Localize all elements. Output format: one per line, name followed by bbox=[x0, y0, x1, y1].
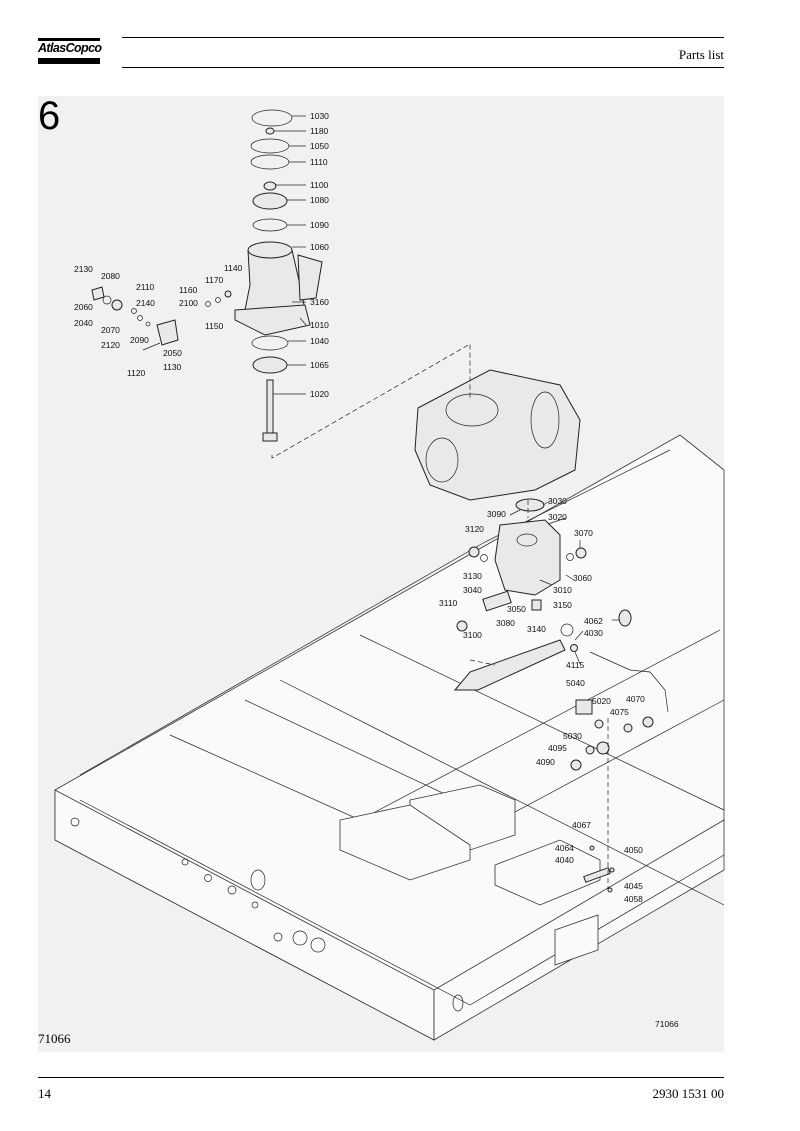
logo-bar-top bbox=[38, 38, 100, 41]
header-rule-bottom bbox=[122, 67, 724, 68]
part-label: 2040 bbox=[74, 318, 93, 328]
unloader-small-parts bbox=[91, 286, 232, 351]
assembly-guide-lines bbox=[271, 343, 609, 890]
leader-lines bbox=[273, 115, 620, 665]
part-label: 3090 bbox=[487, 509, 506, 519]
part-label: 1060 bbox=[310, 242, 329, 252]
valve-block-assembly bbox=[456, 519, 587, 632]
section-title: Parts list bbox=[678, 47, 724, 62]
part-label: 3030 bbox=[548, 496, 567, 506]
part-label: 3110 bbox=[439, 598, 458, 608]
part-label: 4062 bbox=[584, 616, 603, 626]
part-label: 1160 bbox=[179, 285, 198, 295]
part-label: 1040 bbox=[310, 336, 329, 346]
part-label: 3140 bbox=[527, 624, 546, 634]
part-number-labels: 1030 1180 1050 1110 1100 1080 1090 1060 … bbox=[74, 111, 679, 1029]
part-label: 4050 bbox=[624, 845, 643, 855]
part-label: 4058 bbox=[624, 894, 643, 904]
part-label: 2120 bbox=[101, 340, 120, 350]
part-label: 1100 bbox=[310, 180, 329, 190]
part-label: 1110 bbox=[310, 157, 328, 167]
part-label: 5040 bbox=[566, 678, 585, 688]
part-label: 4067 bbox=[572, 820, 591, 830]
hose-and-pipe-parts bbox=[453, 609, 669, 893]
part-label: 3040 bbox=[463, 585, 482, 595]
part-label: 4045 bbox=[624, 881, 643, 891]
part-label: 2110 bbox=[136, 282, 155, 292]
page-number: 14 bbox=[38, 1086, 51, 1101]
part-label: 2130 bbox=[74, 264, 93, 274]
part-label: 4115 bbox=[566, 660, 585, 670]
part-label: 2080 bbox=[101, 271, 120, 281]
part-label: 3050 bbox=[507, 604, 526, 614]
logo-wordmark: AtlasCopco bbox=[38, 41, 102, 55]
logo-bar-bottom bbox=[38, 58, 100, 64]
part-label: 3060 bbox=[573, 573, 592, 583]
part-label: 4075 bbox=[610, 707, 629, 717]
header-rule-top bbox=[122, 37, 724, 38]
part-label: 4095 bbox=[548, 743, 567, 753]
part-label: 3160 bbox=[310, 297, 329, 307]
part-label: 3080 bbox=[496, 618, 515, 628]
part-label: 1180 bbox=[310, 126, 329, 136]
air-inlet-assembly bbox=[234, 109, 323, 442]
part-label: 2090 bbox=[130, 335, 149, 345]
part-label: 3010 bbox=[553, 585, 572, 595]
part-label: 2140 bbox=[136, 298, 155, 308]
part-label: 5030 bbox=[563, 731, 582, 741]
machine-frame bbox=[54, 434, 725, 1041]
part-label: 2050 bbox=[163, 348, 182, 358]
section-number: 6 bbox=[38, 94, 61, 138]
part-label: 2070 bbox=[101, 325, 120, 335]
part-label: 3020 bbox=[548, 512, 567, 522]
atlas-copco-logo: AtlasCopco bbox=[38, 38, 102, 68]
part-label: 1130 bbox=[163, 362, 182, 372]
figure-caption: 71066 bbox=[38, 1031, 71, 1046]
part-label: 1150 bbox=[205, 321, 224, 331]
part-label: 1050 bbox=[310, 141, 329, 151]
part-label: 4090 bbox=[536, 757, 555, 767]
part-label: 4040 bbox=[555, 855, 574, 865]
part-label: 4064 bbox=[555, 843, 574, 853]
part-label: 3100 bbox=[463, 630, 482, 640]
part-label: 1065 bbox=[310, 360, 329, 370]
part-label: 2100 bbox=[179, 298, 198, 308]
part-label: 1140 bbox=[224, 263, 243, 273]
part-label: 1080 bbox=[310, 195, 329, 205]
footer-rule bbox=[38, 1077, 724, 1078]
part-label: 1010 bbox=[310, 320, 329, 330]
part-label: 3150 bbox=[553, 600, 572, 610]
document-number: 2930 1531 00 bbox=[652, 1086, 725, 1101]
part-label: 3070 bbox=[574, 528, 593, 538]
part-label: 1170 bbox=[205, 275, 224, 285]
part-label: 2060 bbox=[74, 302, 93, 312]
part-label: 4070 bbox=[626, 694, 645, 704]
part-label: 1020 bbox=[310, 389, 329, 399]
part-label: 4030 bbox=[584, 628, 603, 638]
compressor-element bbox=[414, 369, 581, 512]
part-label: 5020 bbox=[592, 696, 611, 706]
part-label: 3120 bbox=[465, 524, 484, 534]
part-label: 1120 bbox=[127, 368, 146, 378]
drawing-id-label: 71066 bbox=[655, 1019, 679, 1029]
part-label: 1030 bbox=[310, 111, 329, 121]
part-label: 1090 bbox=[310, 220, 329, 230]
part-label: 3130 bbox=[463, 571, 482, 581]
